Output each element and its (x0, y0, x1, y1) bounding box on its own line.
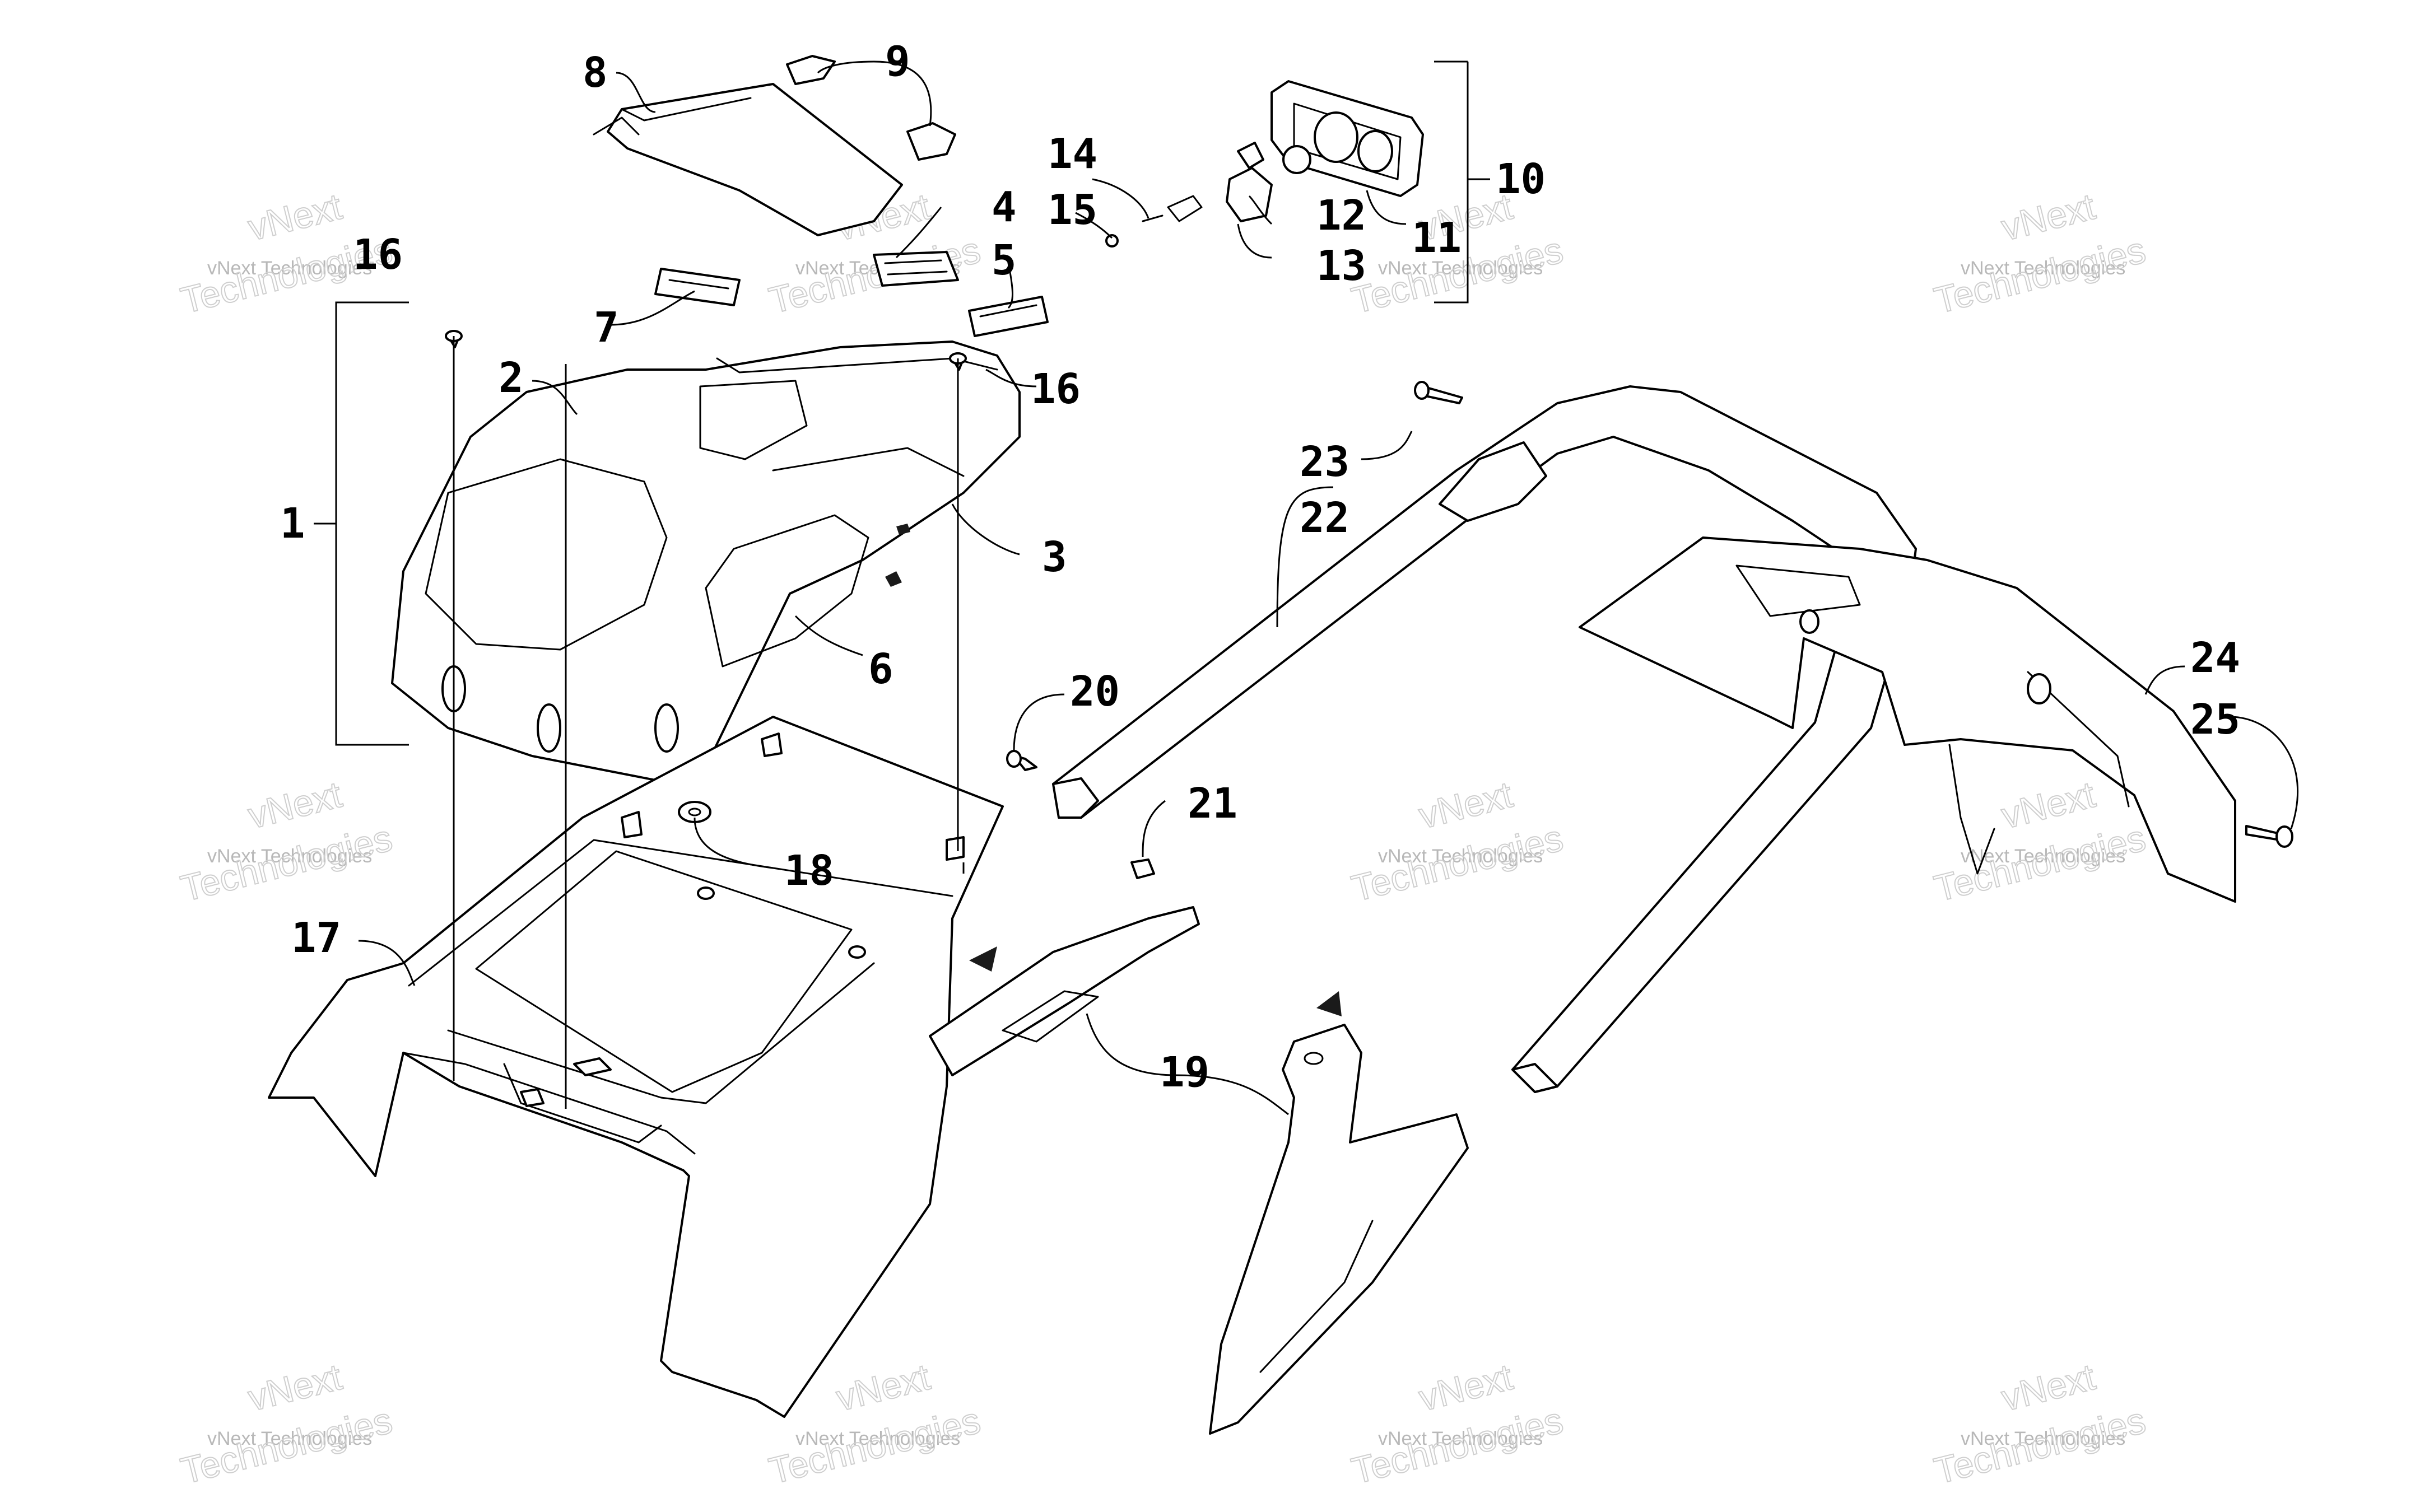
callout-19: 19 (1160, 1048, 1209, 1096)
callout-7: 7 (594, 304, 619, 352)
svg-text:Technologies: Technologies (1930, 817, 2149, 909)
part-seat-base (268, 716, 1004, 1418)
part-decals (654, 251, 1049, 337)
svg-text:vNext: vNext (1997, 773, 2099, 837)
svg-text:vNext: vNext (1414, 1356, 1516, 1419)
watermark-grid: vNext Technologies vNext Technologies vN… (176, 185, 2150, 1492)
watermark: vNext Technologies vNext Technologies (1929, 185, 2150, 322)
watermark: vNext Technologies vNext Technologies (1347, 1355, 1567, 1492)
svg-text:vNext Technologies: vNext Technologies (207, 258, 372, 279)
callout-21: 21 (1188, 780, 1237, 828)
callout-23: 23 (1300, 438, 1349, 486)
callout-20: 20 (1070, 668, 1120, 716)
svg-text:vNext Technologies: vNext Technologies (1378, 846, 1543, 867)
svg-text:Technologies: Technologies (176, 1399, 396, 1492)
part-bulb-socket (1226, 145, 1311, 222)
callout-10: 10 (1496, 155, 1546, 203)
svg-text:Technologies: Technologies (1347, 1399, 1567, 1492)
callout-16-left: 16 (353, 231, 403, 279)
svg-text:vNext Technologies: vNext Technologies (1378, 1428, 1543, 1449)
svg-text:vNext: vNext (832, 1356, 934, 1419)
part-latch-clips (786, 55, 956, 161)
watermark: vNext Technologies vNext Technologies (1347, 773, 1567, 910)
callout-22: 22 (1300, 494, 1349, 542)
callout-6: 6 (868, 645, 893, 693)
part-rear-fender (1579, 536, 2236, 903)
svg-text:Technologies: Technologies (1930, 1399, 2149, 1492)
svg-text:vNext Technologies: vNext Technologies (1961, 258, 2125, 279)
callout-3: 3 (1042, 533, 1067, 581)
svg-text:Technologies: Technologies (1347, 817, 1567, 909)
callout-25: 25 (2190, 696, 2240, 744)
part-storage-lid (593, 83, 903, 236)
svg-text:vNext: vNext (244, 1356, 346, 1419)
part-rear-seat-body (391, 340, 1021, 782)
part-side-rails (929, 906, 1469, 1435)
callout-17: 17 (291, 914, 341, 962)
callout-15: 15 (1048, 186, 1097, 234)
watermark: vNext Technologies vNext Technologies (176, 1355, 397, 1492)
part-fasteners (1006, 381, 2293, 879)
watermark: vNext Technologies vNext Technologies (1929, 773, 2150, 910)
svg-text:vNext Technologies: vNext Technologies (1961, 846, 2125, 867)
callout-12: 12 (1316, 192, 1366, 240)
watermark: vNext Technologies vNext Technologies (1929, 1355, 2150, 1492)
callout-14: 14 (1048, 130, 1097, 178)
callout-8: 8 (583, 49, 608, 97)
svg-text:vNext Technologies: vNext Technologies (207, 846, 372, 867)
svg-text:Technologies: Technologies (1930, 229, 2149, 321)
watermark: vNext Technologies vNext Technologies (176, 773, 397, 910)
svg-text:Technologies: Technologies (765, 1399, 984, 1492)
callout-2: 2 (499, 354, 524, 402)
svg-text:vNext: vNext (244, 185, 346, 249)
svg-text:vNext Technologies: vNext Technologies (795, 1428, 960, 1449)
direction-arrows (969, 946, 1342, 1016)
part-grab-bar (1052, 385, 1917, 1093)
part-small-fasteners (1105, 195, 1203, 248)
svg-text:vNext: vNext (1997, 1356, 2099, 1419)
callout-1: 1 (280, 500, 305, 548)
callout-16-right: 16 (1031, 365, 1081, 413)
callout-24: 24 (2190, 634, 2240, 682)
callout-11: 11 (1412, 214, 1462, 262)
callout-labels: 1 2 3 4 5 6 7 8 9 10 11 12 13 14 15 16 1… (280, 38, 2240, 1096)
svg-text:vNext Technologies: vNext Technologies (1378, 258, 1543, 279)
svg-text:vNext Technologies: vNext Technologies (1961, 1428, 2125, 1449)
svg-text:vNext: vNext (244, 773, 346, 837)
callout-5: 5 (992, 236, 1017, 284)
part-taillight-housing (1237, 80, 1424, 197)
svg-text:vNext Technologies: vNext Technologies (207, 1428, 372, 1449)
leader-lines (314, 60, 2298, 1116)
callout-9: 9 (885, 38, 910, 86)
callout-4: 4 (992, 183, 1017, 231)
svg-text:vNext: vNext (1414, 773, 1516, 837)
svg-text:vNext: vNext (1997, 185, 2099, 249)
callout-18: 18 (784, 847, 834, 895)
svg-text:Technologies: Technologies (176, 817, 396, 909)
callout-13: 13 (1316, 242, 1366, 290)
